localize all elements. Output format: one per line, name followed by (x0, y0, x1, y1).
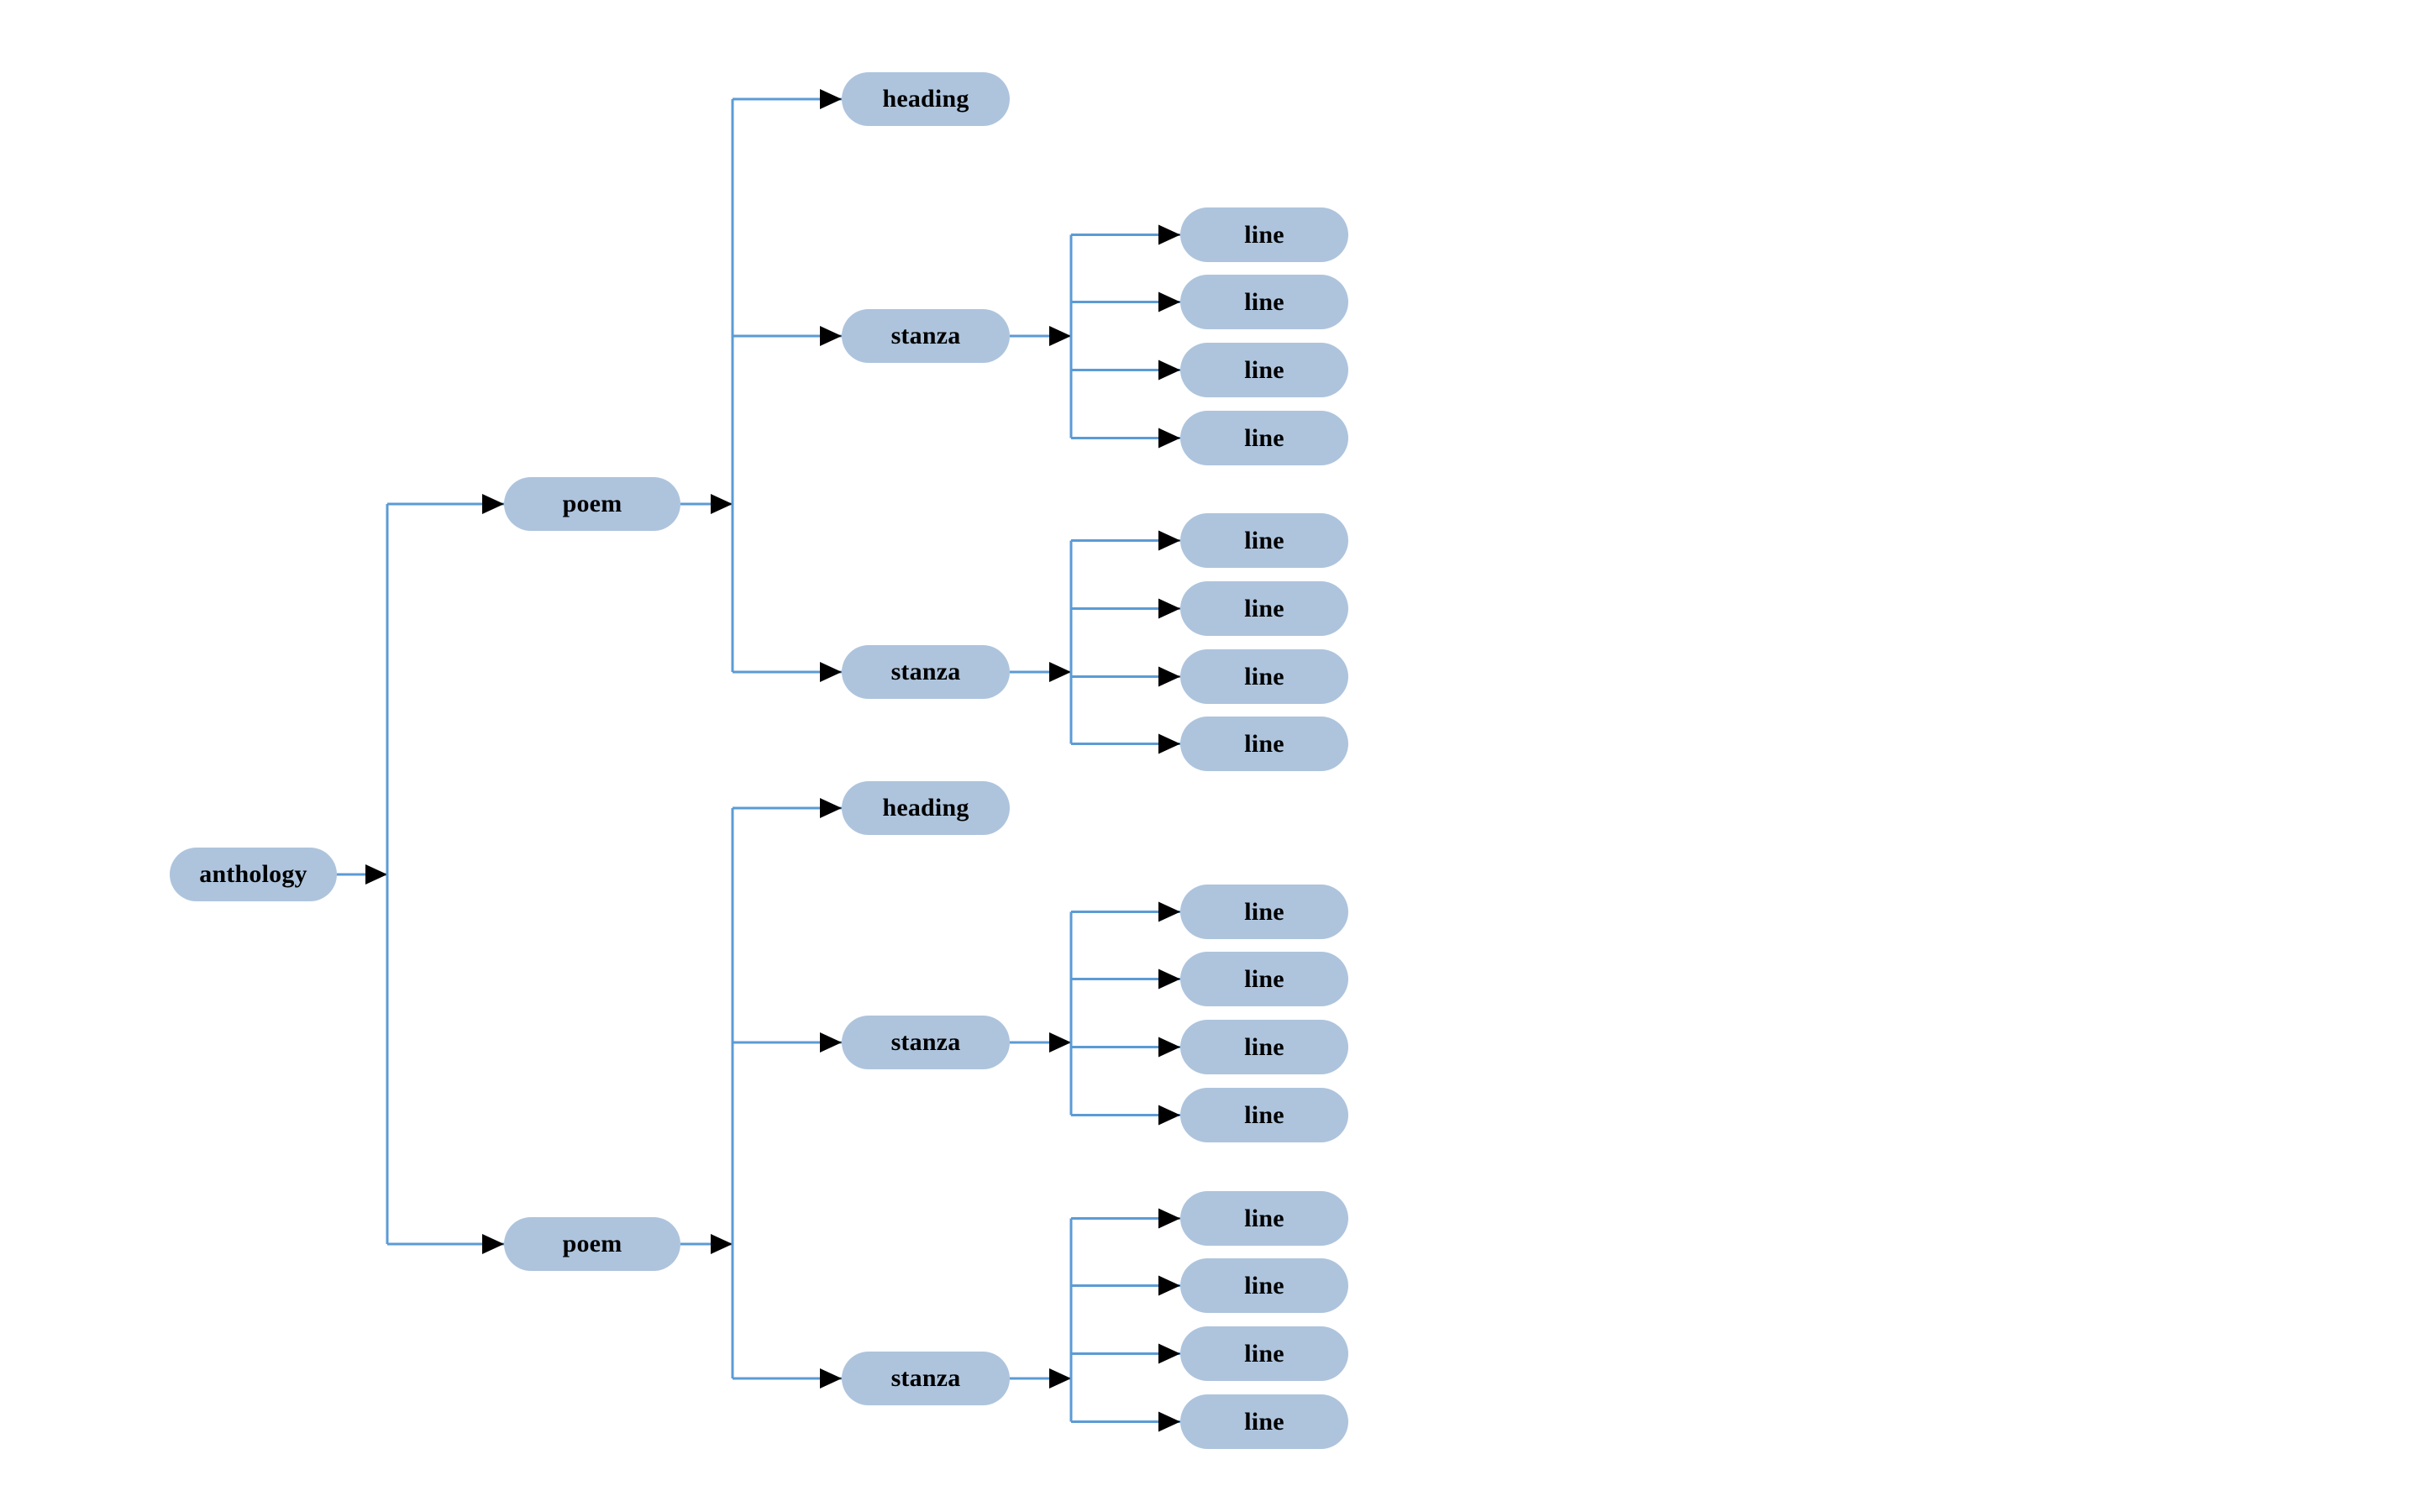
arrowhead-p2-stanza2 (820, 1368, 842, 1389)
node-p2s2-line2[interactable]: line (1180, 1258, 1348, 1313)
node-label-anthology: anthology (199, 860, 307, 888)
node-label-p1s2-line2: line (1244, 594, 1284, 622)
node-p2-stanza1[interactable]: stanza (842, 1016, 1010, 1069)
node-p2-stanza2[interactable]: stanza (842, 1352, 1010, 1405)
arrowhead-poem1 (482, 494, 504, 514)
node-anthology[interactable]: anthology (170, 848, 337, 901)
arrowhead-p1s1-line4 (1158, 428, 1180, 449)
node-p2s2-line4[interactable]: line (1180, 1394, 1348, 1449)
arrowhead-p2s1-line1 (1158, 901, 1180, 922)
node-label-p2s2-line3: line (1244, 1339, 1284, 1368)
arrowhead-p2s1-line3 (1158, 1037, 1180, 1058)
arrowhead-trunk-p1-stanza2 (1049, 662, 1071, 682)
node-p1s2-line1[interactable]: line (1180, 513, 1348, 568)
arrowhead-p1s1-line3 (1158, 360, 1180, 381)
node-label-p1s2-line4: line (1244, 729, 1284, 758)
node-p1s2-line4[interactable]: line (1180, 717, 1348, 771)
arrowhead-trunk-poem2 (711, 1234, 733, 1254)
node-label-p2s2-line4: line (1244, 1407, 1284, 1436)
node-p2s1-line4[interactable]: line (1180, 1088, 1348, 1142)
node-p2s2-line3[interactable]: line (1180, 1326, 1348, 1381)
node-label-p1s1-line1: line (1244, 220, 1284, 249)
arrowhead-p1s2-line3 (1158, 666, 1180, 687)
node-p1s2-line2[interactable]: line (1180, 581, 1348, 636)
node-p1s1-line4[interactable]: line (1180, 411, 1348, 465)
node-label-p1s1-line4: line (1244, 423, 1284, 452)
node-label-p2-stanza2: stanza (890, 1364, 961, 1392)
arrowhead-p2s2-line4 (1158, 1411, 1180, 1432)
node-p1-stanza1[interactable]: stanza (842, 309, 1010, 363)
arrowhead-trunk-poem1 (711, 494, 733, 514)
arrowhead-trunk-p1-stanza1 (1049, 326, 1071, 346)
node-p2s1-line2[interactable]: line (1180, 952, 1348, 1006)
node-label-p2s2-line1: line (1244, 1204, 1284, 1232)
arrowhead-p2s2-line2 (1158, 1275, 1180, 1296)
node-label-p1s1-line3: line (1244, 355, 1284, 384)
node-label-p1s2-line3: line (1244, 662, 1284, 690)
node-p1s1-line2[interactable]: line (1180, 275, 1348, 329)
arrowhead-p1s2-line2 (1158, 598, 1180, 619)
node-poem1[interactable]: poem (504, 477, 680, 531)
node-label-poem1: poem (562, 490, 622, 517)
node-label-p2-stanza1: stanza (890, 1028, 961, 1056)
arrowhead-poem2 (482, 1234, 504, 1254)
node-label-p2s1-line4: line (1244, 1100, 1284, 1129)
node-label-p1s1-line2: line (1244, 287, 1284, 316)
arrowhead-p1s1-line1 (1158, 224, 1180, 245)
arrowhead-p1-stanza1 (820, 326, 842, 346)
node-p1-heading[interactable]: heading (842, 72, 1010, 126)
node-label-p1-heading: heading (882, 85, 969, 113)
node-label-p1s2-line1: line (1244, 526, 1284, 554)
node-label-p1-stanza1: stanza (890, 322, 961, 349)
arrowhead-p1s2-line1 (1158, 530, 1180, 551)
node-label-p2s2-line2: line (1244, 1271, 1284, 1299)
node-label-p1-stanza2: stanza (890, 658, 961, 685)
node-p2s1-line1[interactable]: line (1180, 885, 1348, 939)
arrowhead-p2s1-line2 (1158, 969, 1180, 990)
arrowhead-p1-stanza2 (820, 662, 842, 682)
node-poem2[interactable]: poem (504, 1217, 680, 1271)
node-p1-stanza2[interactable]: stanza (842, 645, 1010, 699)
arrowhead-p2-stanza1 (820, 1032, 842, 1053)
arrowhead-p2-heading (820, 798, 842, 818)
arrowhead-p1s1-line2 (1158, 291, 1180, 312)
node-p1s2-line3[interactable]: line (1180, 649, 1348, 704)
arrowhead-trunk-anthology (365, 864, 387, 885)
arrowhead-p2s2-line3 (1158, 1343, 1180, 1364)
node-p1s1-line1[interactable]: line (1180, 207, 1348, 262)
node-label-p2s1-line1: line (1244, 897, 1284, 926)
arrowhead-trunk-p2-stanza1 (1049, 1032, 1071, 1053)
node-p2-heading[interactable]: heading (842, 781, 1010, 835)
node-label-poem2: poem (562, 1230, 622, 1257)
node-p2s2-line1[interactable]: line (1180, 1191, 1348, 1246)
node-label-p2s1-line2: line (1244, 964, 1284, 993)
arrowhead-p1s2-line4 (1158, 733, 1180, 754)
node-p2s1-line3[interactable]: line (1180, 1020, 1348, 1074)
arrowhead-p2s2-line1 (1158, 1208, 1180, 1229)
arrowhead-p2s1-line4 (1158, 1105, 1180, 1126)
node-p1s1-line3[interactable]: line (1180, 343, 1348, 397)
arrowhead-p1-heading (820, 89, 842, 109)
arrowhead-trunk-p2-stanza2 (1049, 1368, 1071, 1389)
node-label-p2s1-line3: line (1244, 1032, 1284, 1061)
node-label-p2-heading: heading (882, 794, 969, 822)
